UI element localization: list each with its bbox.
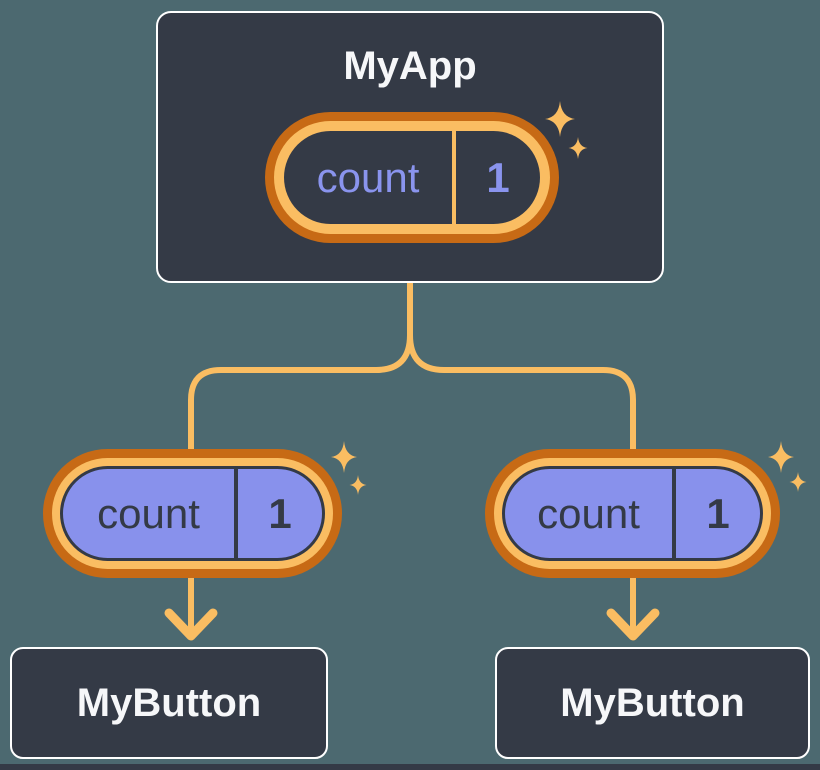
sparkle-icon xyxy=(331,441,357,473)
state-name: count xyxy=(537,489,640,537)
state-value: 1 xyxy=(486,153,510,201)
right-down-arrow-icon xyxy=(606,575,660,641)
state-pill-inner-ring: count 1 xyxy=(52,458,333,569)
state-pill-core: count 1 xyxy=(60,466,325,561)
state-divider xyxy=(672,469,676,558)
left-state-pill: count 1 xyxy=(43,449,342,578)
bottom-strip xyxy=(0,764,820,770)
mybutton-right-label: MyButton xyxy=(560,680,745,725)
state-pill-core: count 1 xyxy=(502,466,763,561)
state-pill-inner-ring: count 1 xyxy=(274,121,550,234)
sparkle-icon xyxy=(789,472,807,492)
sparkle-icon xyxy=(768,441,794,473)
left-branch-connector xyxy=(188,334,413,452)
state-divider xyxy=(234,469,238,558)
right-state-pill: count 1 xyxy=(485,449,780,578)
right-branch-connector xyxy=(407,334,636,452)
state-pill-core: count 1 xyxy=(284,131,540,224)
mybutton-right-node: MyButton xyxy=(495,647,810,759)
state-value: 1 xyxy=(706,489,730,537)
state-name: count xyxy=(97,489,200,537)
myapp-node-title: MyApp xyxy=(343,44,477,88)
state-divider xyxy=(452,131,456,224)
state-pill-inner-ring: count 1 xyxy=(494,458,771,569)
state-value: 1 xyxy=(268,489,292,537)
mybutton-left-node: MyButton xyxy=(10,647,328,759)
left-down-arrow-icon xyxy=(164,575,218,641)
root-state-pill: count 1 xyxy=(265,112,559,243)
sparkle-icon xyxy=(349,475,367,495)
state-name: count xyxy=(316,153,420,201)
mybutton-left-label: MyButton xyxy=(76,680,262,725)
